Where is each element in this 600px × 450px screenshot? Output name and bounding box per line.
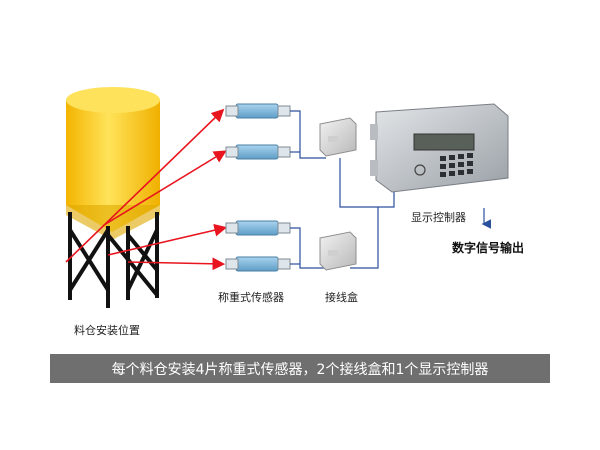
load-sensor-3 <box>225 220 291 236</box>
junction-box-label: 接线盒 <box>325 291 358 304</box>
pointer-arrow-3 <box>107 223 228 256</box>
caption-text: 每个料仓安装4片称重式传感器，2个接线盒和1个显示控制器 <box>111 361 489 378</box>
display-controller <box>370 103 509 193</box>
silo-legs <box>68 212 159 308</box>
controller-label: 显示控制器 <box>411 211 466 224</box>
caption-bar: 每个料仓安装4片称重式传感器，2个接线盒和1个显示控制器 <box>50 354 550 383</box>
silo-top <box>66 87 160 113</box>
load-sensor-2 <box>225 144 291 160</box>
load-sensor-4 <box>225 256 291 272</box>
junction-box-2 <box>319 231 357 271</box>
silo <box>66 87 160 308</box>
junction-box-1 <box>319 117 357 157</box>
silo-label: 料仓安装位置 <box>74 324 140 337</box>
silo-body <box>66 88 160 232</box>
sensor-label: 称重式传感器 <box>218 291 284 304</box>
controller-keypad <box>440 153 473 177</box>
pointer-arrow-1 <box>65 108 225 263</box>
silo-cone <box>66 205 160 240</box>
controller-ce-mark <box>414 164 426 176</box>
pointer-arrows <box>65 108 228 271</box>
load-sensors <box>225 103 291 272</box>
controller-display <box>413 133 475 151</box>
pointer-arrow-4 <box>127 257 226 271</box>
digital-output-label: 数字信号输出 <box>452 241 525 255</box>
pointer-arrow-2 <box>103 150 227 226</box>
wiring <box>290 110 492 269</box>
load-sensor-1 <box>225 103 291 119</box>
